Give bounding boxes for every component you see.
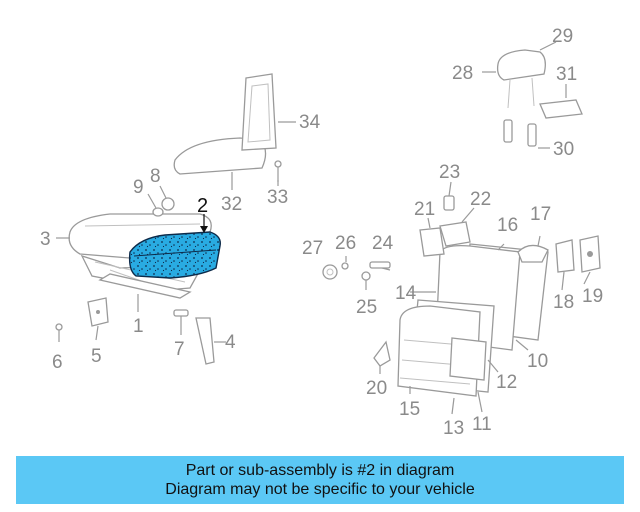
callout-18: 18 <box>553 292 574 313</box>
seatback-assembly <box>397 243 549 397</box>
part-8-shape <box>159 185 175 211</box>
callout-10: 10 <box>527 351 548 372</box>
callout-9: 9 <box>133 177 144 198</box>
part-29-headrest <box>482 41 557 109</box>
callout-labels: 1 2 3 4 5 6 7 8 9 10 11 12 13 14 15 16 1… <box>40 26 603 439</box>
part-22-shape <box>439 207 475 247</box>
part-4-shape <box>195 317 226 365</box>
callout-7: 7 <box>174 339 185 360</box>
callout-25: 25 <box>356 297 377 318</box>
part-25-shape <box>361 271 371 290</box>
callout-21: 21 <box>414 199 435 220</box>
callout-15: 15 <box>399 399 420 420</box>
part-26-shape <box>341 262 349 270</box>
part-6-shape <box>55 323 63 342</box>
callout-30: 30 <box>553 139 574 160</box>
callout-34: 34 <box>299 112 321 133</box>
callout-16: 16 <box>497 215 518 236</box>
part-24-shape <box>369 261 391 271</box>
callout-3: 3 <box>40 229 51 250</box>
part-9-shape <box>147 193 164 217</box>
part-18-shape <box>555 239 575 273</box>
callout-12: 12 <box>496 372 517 393</box>
part-27-shape <box>322 264 338 280</box>
callout-22: 22 <box>470 189 491 210</box>
callout-29: 29 <box>552 26 573 47</box>
callout-14: 14 <box>395 283 417 304</box>
callout-27: 27 <box>302 238 323 259</box>
part-30-shape <box>503 119 550 149</box>
callout-17: 17 <box>530 204 551 225</box>
leader-lines <box>56 180 591 415</box>
part-34-shape <box>241 73 296 151</box>
callout-28: 28 <box>452 63 473 84</box>
banner-line-1: Part or sub-assembly is #2 in diagram <box>185 462 455 479</box>
part-21-shape <box>419 217 445 257</box>
callout-5: 5 <box>91 346 102 367</box>
info-banner: Part or sub-assembly is #2 in diagram Di… <box>16 456 624 504</box>
callout-20: 20 <box>366 378 387 399</box>
callout-8: 8 <box>150 166 161 187</box>
callout-31: 31 <box>556 64 577 85</box>
part-20-shape <box>373 340 391 367</box>
callout-6: 6 <box>52 352 63 373</box>
banner-line-2: Diagram may not be specific to your vehi… <box>165 481 475 498</box>
part-23-shape <box>443 181 455 211</box>
seat-frame-part <box>98 273 192 299</box>
part-17-shape <box>517 244 549 263</box>
callout-4: 4 <box>225 332 236 353</box>
part-5-shape <box>87 297 109 327</box>
callout-32: 32 <box>221 194 242 215</box>
callout-11: 11 <box>472 414 492 435</box>
callout-13: 13 <box>443 418 464 439</box>
part-7-shape <box>173 309 189 335</box>
callout-24: 24 <box>372 233 394 254</box>
parts-diagram: 1 2 3 4 5 6 7 8 9 10 11 12 13 14 15 16 1… <box>40 26 603 439</box>
highlighted-part-2 <box>128 214 221 279</box>
callout-26: 26 <box>335 233 356 254</box>
callout-19: 19 <box>582 286 603 307</box>
part-19-shape <box>579 235 601 273</box>
callout-2: 2 <box>197 195 208 217</box>
part-31-shape <box>539 84 583 119</box>
callout-33: 33 <box>267 187 288 208</box>
callout-1: 1 <box>133 316 144 337</box>
callout-23: 23 <box>439 162 460 183</box>
part-33-shape <box>274 160 282 182</box>
